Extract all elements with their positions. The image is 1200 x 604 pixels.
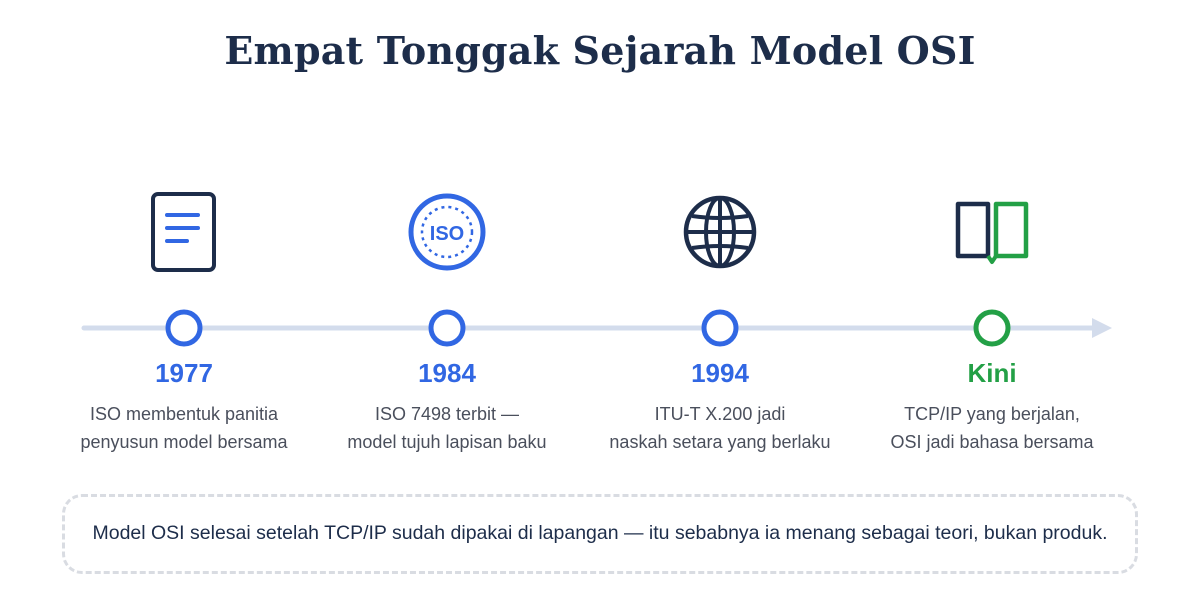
desc-line: naskah setara yang berlaku [609, 432, 831, 452]
desc-line: ISO membentuk panitia [89, 404, 279, 424]
globe-icon [678, 190, 762, 274]
iso-badge-icon: ISO [405, 190, 489, 274]
note-text: Model OSI selesai setelah TCP/IP sudah d… [92, 522, 1108, 544]
note-box [62, 494, 1138, 574]
iso-badge-text: ISO [430, 223, 464, 245]
timeline-node-1994 [701, 309, 739, 347]
desc-line: model tujuh lapisan baku [347, 432, 547, 452]
desc-line: ITU-T X.200 jadi [654, 404, 786, 424]
timeline-node-1977 [165, 309, 203, 347]
milestone-year-1984: 1984 [418, 358, 476, 388]
milestone-year-kini: Kini [967, 358, 1017, 388]
open-book-icon [950, 190, 1034, 274]
desc-line: OSI jadi bahasa bersama [890, 432, 1094, 452]
timeline [81, 309, 1112, 347]
page-title: Empat Tonggak Sejarah Model OSI [224, 28, 976, 73]
timeline-node-1984 [428, 309, 466, 347]
milestone-desc-1977: ISO membentuk panitia penyusun model ber… [34, 400, 334, 456]
milestone-year-1977: 1977 [155, 358, 213, 388]
document-icon [142, 190, 226, 274]
desc-line: penyusun model bersama [80, 432, 288, 452]
milestone-desc-kini: TCP/IP yang berjalan, OSI jadi bahasa be… [842, 400, 1142, 456]
timeline-node-kini [973, 309, 1011, 347]
milestone-desc-1994: ITU-T X.200 jadi naskah setara yang berl… [570, 400, 870, 456]
desc-line: ISO 7498 terbit — [374, 404, 520, 424]
milestone-year-1994: 1994 [691, 358, 749, 388]
timeline-arrow-icon [1092, 318, 1112, 338]
milestone-desc-1984: ISO 7498 terbit — model tujuh lapisan ba… [297, 400, 597, 456]
desc-line: TCP/IP yang berjalan, [904, 404, 1080, 424]
